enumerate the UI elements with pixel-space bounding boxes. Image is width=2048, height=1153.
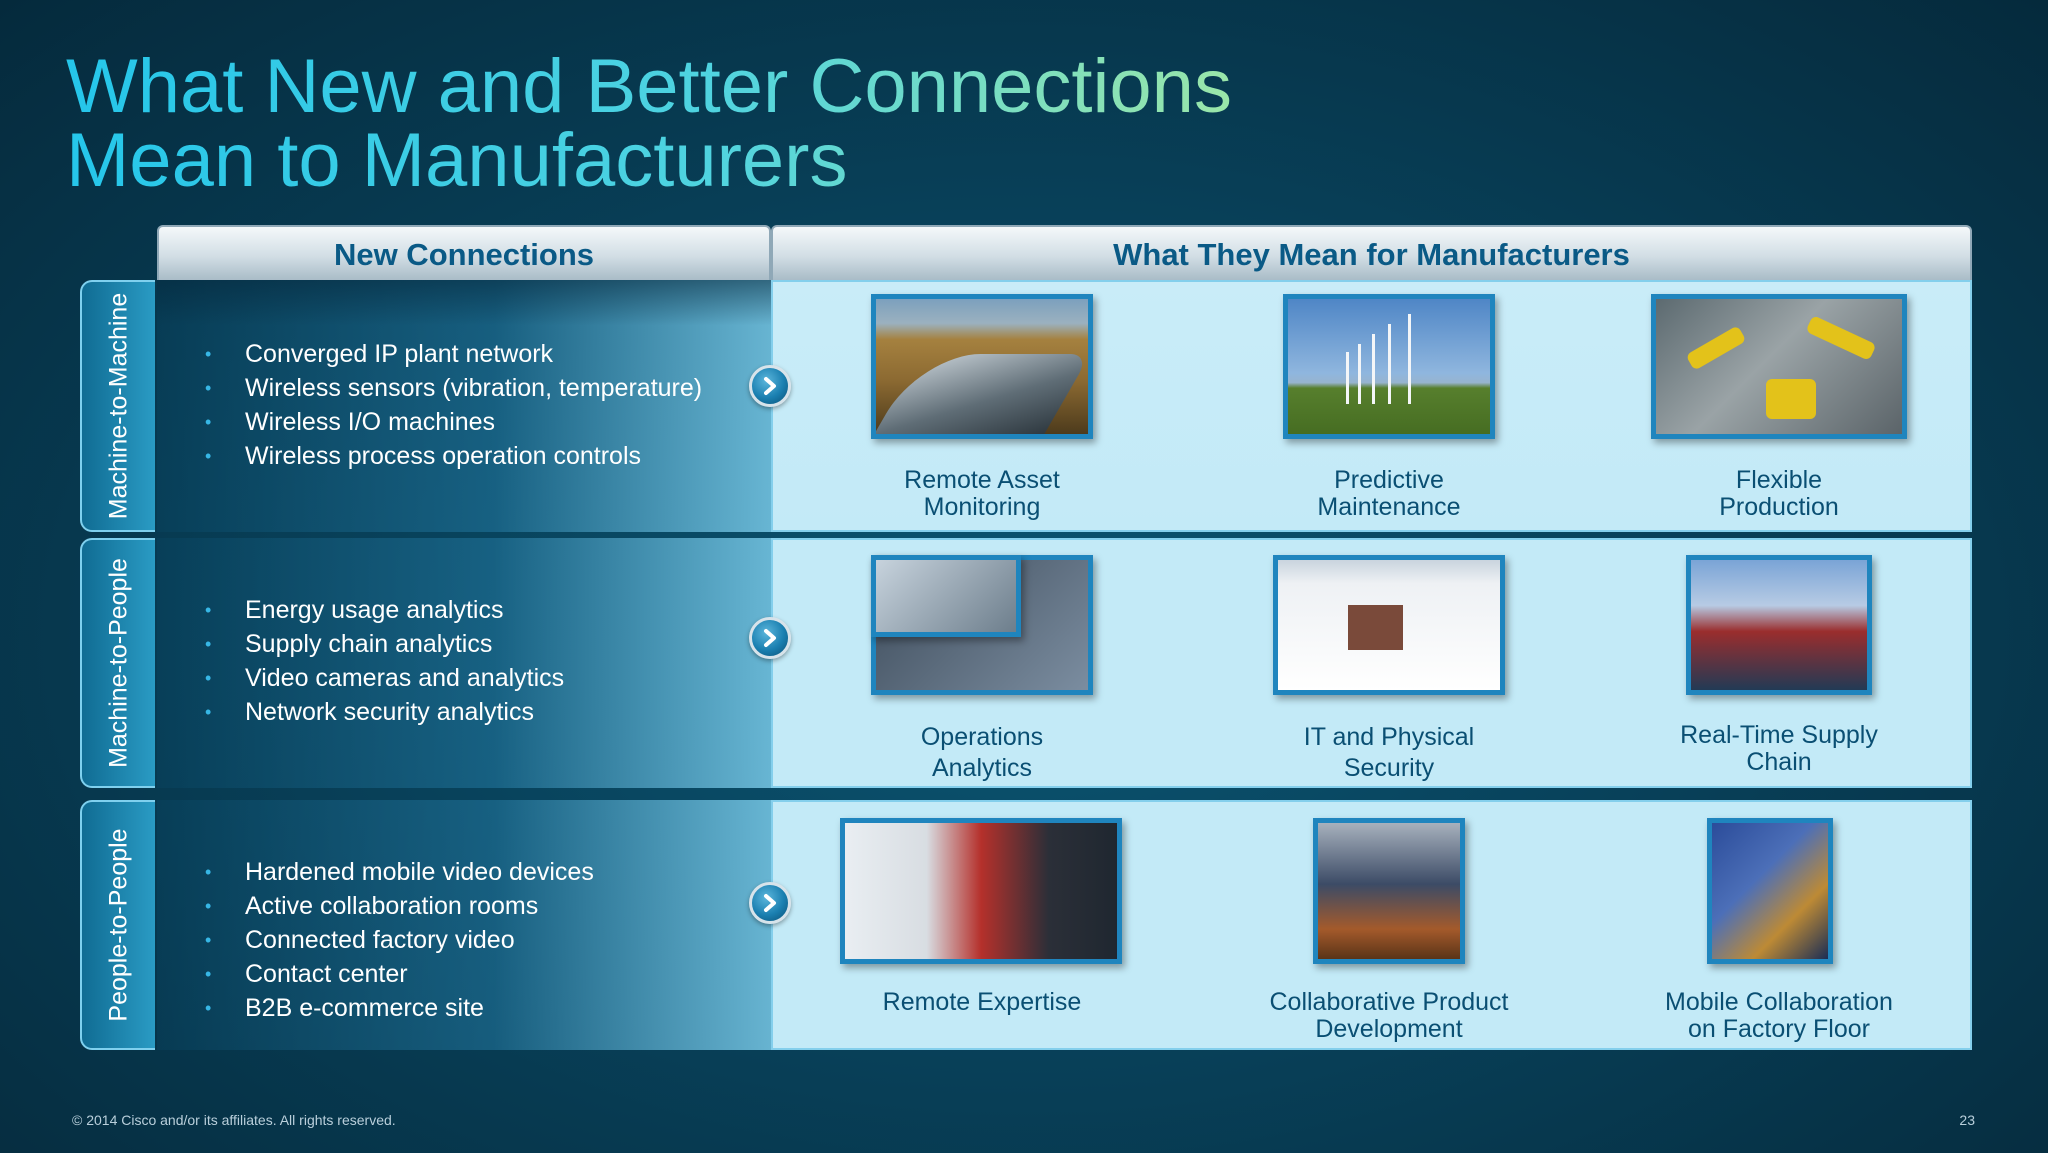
turbine-mast	[1346, 352, 1349, 404]
connections-table: New Connections What They Mean for Manuf…	[80, 225, 1972, 1052]
robot-arm	[1805, 315, 1877, 361]
side-tab-people-to-people: People-to-People	[80, 800, 155, 1050]
bullets-cell: Converged IP plant network Wireless sens…	[157, 280, 771, 532]
copyright-notice: © 2014 Cisco and/or its affiliates. All …	[72, 1112, 396, 1128]
turbine-mast	[1388, 324, 1391, 404]
side-tab-machine-to-people: Machine-to-People	[80, 538, 155, 788]
turbine-mast	[1372, 334, 1375, 404]
row-arrow-button[interactable]	[749, 617, 791, 659]
title-line-2: Mean to Manufacturers	[66, 123, 1232, 199]
turbine-mast	[1408, 314, 1411, 404]
header-what-they-mean: What They Mean for Manufacturers	[771, 225, 1972, 280]
bullet-item: Contact center	[205, 957, 594, 991]
row-machine-to-machine: Machine-to-Machine Converged IP plant ne…	[80, 280, 1972, 532]
bullet-item: Converged IP plant network	[205, 337, 702, 371]
chevron-right-icon	[764, 894, 776, 912]
bullet-item: Active collaboration rooms	[205, 889, 594, 923]
robot-arm	[1685, 325, 1747, 371]
bullet-item: Supply chain analytics	[205, 627, 564, 661]
caption-remote-expertise: Remote Expertise	[882, 988, 1082, 1016]
bullet-item: Wireless I/O machines	[205, 405, 702, 439]
caption-collaborative-product-development: Collaborative Product Development	[1269, 988, 1509, 1043]
bullet-item: B2B e-commerce site	[205, 991, 594, 1025]
bullets-cell: Energy usage analytics Supply chain anal…	[157, 538, 771, 788]
caption-it-physical-security: IT and Physical Security	[1303, 723, 1475, 782]
caption-real-time-supply-chain: Real-Time Supply Chain	[1680, 721, 1878, 776]
row-arrow-button[interactable]	[749, 882, 791, 924]
robotic-assembly-photo	[1651, 294, 1907, 439]
bullet-item: Connected factory video	[205, 923, 594, 957]
caption-flexible-production: Flexible Production	[1719, 466, 1839, 521]
bullet-item: Hardened mobile video devices	[205, 855, 594, 889]
turbine-mast	[1358, 344, 1361, 404]
bullet-list: Energy usage analytics Supply chain anal…	[77, 593, 564, 729]
row-machine-to-people: Machine-to-People Energy usage analytics…	[80, 538, 1972, 788]
slide-title: What New and Better Connections Mean to …	[66, 44, 1232, 199]
wind-turbines-photo	[1283, 294, 1495, 439]
benefits-cell: Remote Asset Monitoring Predictive Maint…	[771, 280, 1972, 532]
chevron-right-icon	[764, 377, 776, 395]
side-tab-machine-to-machine: Machine-to-Machine	[80, 280, 155, 532]
caption-predictive-maintenance: Predictive Maintenance	[1317, 466, 1461, 521]
video-feed-thumbnail	[1348, 605, 1403, 650]
pipeline-photo	[871, 294, 1093, 439]
factory-tablet-photo	[1707, 818, 1833, 964]
container-ship-photo	[1686, 555, 1872, 695]
bullet-item: Wireless sensors (vibration, temperature…	[205, 371, 702, 405]
security-dashboard-photo	[1273, 555, 1505, 695]
pipe-shape	[876, 354, 1088, 434]
remote-expert-photo	[840, 818, 1122, 964]
bullet-item: Wireless process operation controls	[205, 439, 702, 473]
caption-remote-asset-monitoring: Remote Asset Monitoring	[904, 466, 1060, 521]
row-people-to-people: People-to-People Hardened mobile video d…	[80, 800, 1972, 1050]
header-new-connections: New Connections	[157, 225, 771, 280]
chevron-right-icon	[764, 629, 776, 647]
meeting-room-photo	[1313, 818, 1465, 964]
caption-operations-analytics: Operations Analytics	[920, 723, 1044, 782]
bullet-item: Energy usage analytics	[205, 593, 564, 627]
benefits-cell: Operations Analytics IT and Physical Sec…	[771, 538, 1972, 788]
bullet-item: Network security analytics	[205, 695, 564, 729]
bullet-list: Hardened mobile video devices Active col…	[77, 855, 594, 1025]
title-line-1: What New and Better Connections	[66, 44, 1232, 129]
bullet-list: Converged IP plant network Wireless sens…	[77, 337, 702, 473]
bullets-cell: Hardened mobile video devices Active col…	[157, 800, 771, 1050]
bullet-item: Video cameras and analytics	[205, 661, 564, 695]
page-number: 23	[1959, 1112, 1975, 1128]
benefits-cell: Remote Expertise Collaborative Product D…	[771, 800, 1972, 1050]
robot-arm	[1766, 379, 1816, 419]
row-arrow-button[interactable]	[749, 365, 791, 407]
caption-mobile-collaboration: Mobile Collaboration on Factory Floor	[1665, 988, 1893, 1043]
analytics-operator-inset	[871, 555, 1021, 637]
